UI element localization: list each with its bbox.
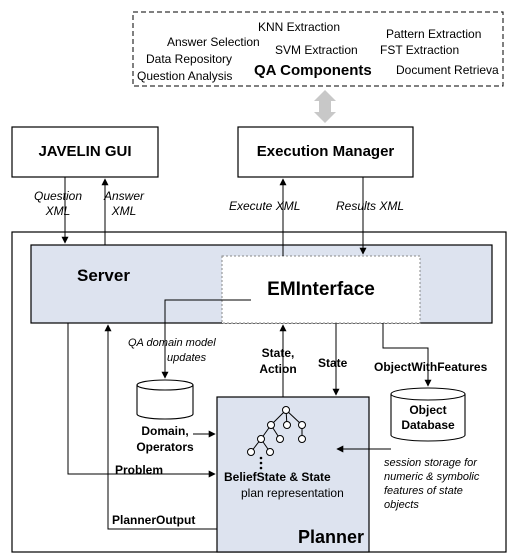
object-with-features-arrow xyxy=(382,323,432,387)
state-action-label-line1: State, xyxy=(261,346,295,360)
question-xml-label-line1: Question xyxy=(33,189,83,203)
qa-item-answer-selection: Answer Selection xyxy=(167,35,260,49)
qa-item-pattern: Pattern Extraction xyxy=(386,27,482,41)
domain-operators-label-line2: Operators xyxy=(136,440,194,454)
execution-manager-box xyxy=(237,126,414,178)
object-with-features-label: ObjectWithFeatures xyxy=(374,360,488,374)
qa-item-svm: SVM Extraction xyxy=(275,43,358,57)
planner-box xyxy=(216,396,370,553)
results-xml-label: Results XML xyxy=(336,199,405,213)
planner-output-label: PlannerOutput xyxy=(112,513,196,527)
qa-updates-label-line2: updates xyxy=(167,352,207,364)
session-note-line3: features of state xyxy=(384,485,463,497)
belief-state-title: BeliefState & State xyxy=(224,470,331,484)
qa-item-question-analysis: Question Analysis xyxy=(137,69,233,83)
javelin-gui-box xyxy=(11,126,159,178)
qa-exchange-arrow xyxy=(314,90,336,123)
belief-tree-icon xyxy=(247,406,306,456)
qa-updates-arrow xyxy=(161,299,251,379)
planner-output-arrow xyxy=(104,324,217,530)
qa-components-title: QA Components xyxy=(254,62,372,79)
problem-label: Problem xyxy=(115,463,164,477)
execute-xml-label: Execute XML xyxy=(229,199,301,213)
execution-manager-label: Execution Manager xyxy=(256,143,395,160)
domain-operators-cylinder xyxy=(136,379,194,420)
object-database-label-line2: Database xyxy=(401,418,455,432)
answer-xml-label-line2: XML xyxy=(111,204,137,218)
server-label: Server xyxy=(77,266,130,285)
eminterface-box xyxy=(221,255,421,324)
object-database-cylinder xyxy=(390,387,466,442)
qa-item-knn: KNN Extraction xyxy=(258,20,341,34)
qa-item-data-repository: Data Repository xyxy=(146,52,233,66)
state-action-label-line2: Action xyxy=(259,362,297,376)
domain-operators-label-line1: Domain, xyxy=(141,424,189,438)
object-database-label-line1: Object xyxy=(409,403,447,417)
belief-state-subtitle: plan representation xyxy=(241,486,344,500)
question-xml-label-line2: XML xyxy=(45,204,71,218)
state-label: State xyxy=(318,356,348,370)
javelin-gui-label: JAVELIN GUI xyxy=(38,143,132,160)
problem-arrow xyxy=(67,323,216,478)
session-note-line1: session storage for xyxy=(384,457,477,469)
eminterface-label: EMInterface xyxy=(267,279,375,300)
qa-item-document-retrieval: Document Retrieva xyxy=(396,63,499,77)
qa-components-box xyxy=(132,11,504,87)
qa-updates-label-line1: QA domain model xyxy=(128,337,216,349)
session-note-line4: objects xyxy=(384,499,419,511)
tree-ellipsis xyxy=(259,456,263,470)
planner-label: Planner xyxy=(298,527,365,547)
qa-item-fst: FST Extraction xyxy=(380,43,460,57)
session-note-line2: numeric & symbolic xyxy=(384,471,480,483)
answer-xml-label-line1: Answer xyxy=(103,189,144,203)
